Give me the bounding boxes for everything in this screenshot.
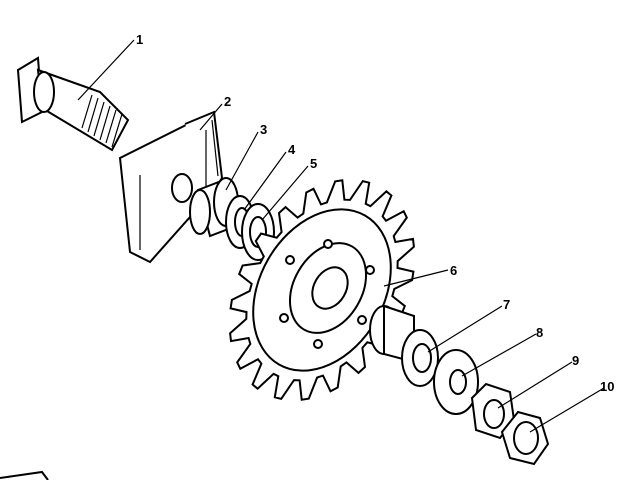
callout-2: 2 <box>224 94 231 109</box>
callout-6: 6 <box>450 263 457 278</box>
callout-1: 1 <box>136 32 143 47</box>
bracket-part-2 <box>118 110 224 264</box>
callout-5: 5 <box>310 156 317 171</box>
callout-3: 3 <box>260 122 267 137</box>
callout-10: 10 <box>600 379 614 394</box>
callout-8: 8 <box>536 325 543 340</box>
spacer-part-7 <box>369 304 439 387</box>
bolt-part-1 <box>16 56 130 152</box>
sprocket-part-6 <box>229 179 415 401</box>
nut-part-10 <box>500 410 550 466</box>
edge-line <box>0 470 49 480</box>
leader-lines <box>77 39 605 433</box>
callout-4: 4 <box>288 142 296 157</box>
washer-part-8 <box>433 349 479 415</box>
callout-9: 9 <box>572 353 579 368</box>
callout-7: 7 <box>503 297 510 312</box>
nut-part-9 <box>470 382 516 440</box>
